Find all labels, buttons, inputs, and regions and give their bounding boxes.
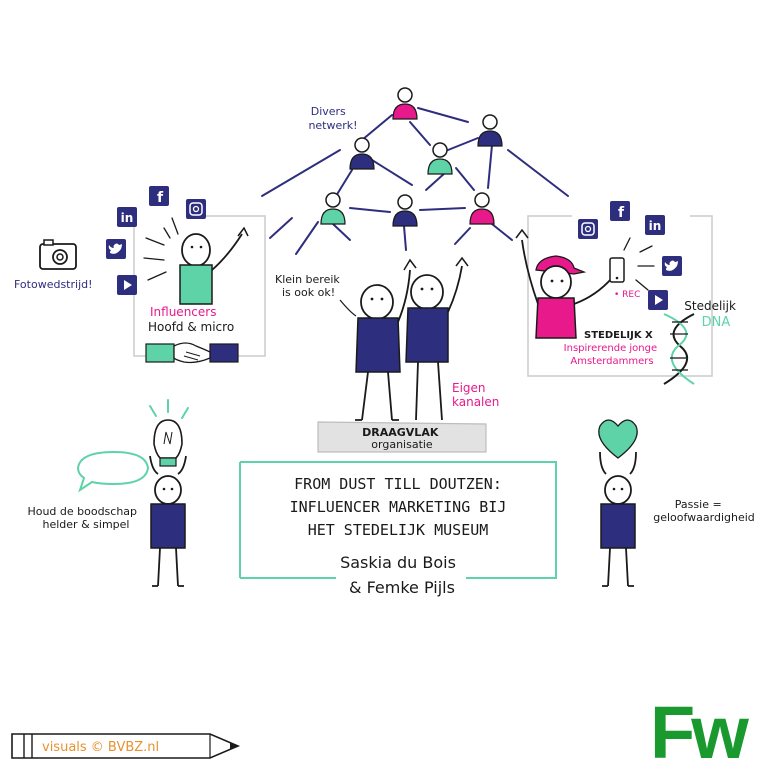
author-1: Saskia du Bois bbox=[340, 553, 456, 572]
network-person-4 bbox=[427, 142, 453, 175]
svg-text:in: in bbox=[121, 211, 134, 225]
photo-contest-label: Fotowedstrijd! bbox=[14, 278, 93, 291]
lightbulb-icon bbox=[153, 419, 183, 467]
network-person-5 bbox=[320, 192, 346, 225]
network-lines bbox=[261, 107, 569, 255]
credit-text: visuals © BVBZ.nl bbox=[42, 740, 159, 755]
svg-text:f: f bbox=[618, 205, 625, 221]
instagram-icon bbox=[186, 199, 206, 219]
linkedin-icon: in bbox=[117, 207, 137, 227]
network-person-1 bbox=[392, 87, 418, 120]
youtube-icon bbox=[117, 275, 137, 295]
heart-person bbox=[598, 419, 638, 587]
stedelijk-panel: f in bbox=[515, 201, 739, 385]
heart-icon bbox=[598, 419, 638, 459]
influencers-subtitle: Hoofd & micro bbox=[148, 320, 234, 334]
speech-bubble-icon bbox=[76, 450, 150, 493]
lightbulb-person bbox=[149, 399, 189, 587]
own-channels-note: Eigen kanalen bbox=[452, 381, 499, 409]
dna-icon bbox=[663, 313, 695, 385]
rec-label: • REC bbox=[614, 290, 640, 300]
svg-text:f: f bbox=[157, 190, 164, 206]
small-reach-note: Klein bereik is ook ok! bbox=[275, 273, 343, 299]
facebook-icon-right: f bbox=[610, 201, 630, 221]
svg-text:in: in bbox=[649, 219, 662, 233]
network-label: Divers netwerk! bbox=[308, 105, 357, 132]
dna-label: Stedelijk DNA bbox=[684, 299, 739, 330]
pencil-credit: visuals © BVBZ.nl bbox=[11, 733, 241, 759]
youtube-icon-right bbox=[648, 290, 668, 310]
stedelijk-person bbox=[515, 228, 613, 339]
collab-label: STEDELIJK X Inspirerende jonge Amsterdam… bbox=[564, 330, 661, 367]
influencer-person bbox=[179, 226, 249, 305]
fw-logo: Fw bbox=[650, 691, 749, 770]
title-line-3: HET STEDELIJK MUSEUM bbox=[308, 521, 489, 539]
title-line-2: INFLUENCER MARKETING BIJ bbox=[290, 498, 507, 516]
right-message: Passie = geloofwaardigheid bbox=[653, 498, 755, 524]
center-person-right bbox=[405, 256, 469, 421]
title-box: FROM DUST TILL DOUTZEN: INFLUENCER MARKE… bbox=[239, 461, 557, 597]
network-person-6 bbox=[392, 194, 418, 227]
podium-label: DRAAGVLAK organisatie bbox=[362, 426, 442, 451]
twitter-icon-right bbox=[662, 256, 682, 276]
linkedin-icon-right: in bbox=[645, 215, 665, 235]
facebook-icon: f bbox=[149, 186, 169, 206]
author-2: & Femke Pijls bbox=[349, 578, 455, 597]
twitter-icon bbox=[106, 239, 126, 259]
phone-icon bbox=[609, 257, 625, 283]
network-person-3 bbox=[349, 137, 375, 170]
title-line-1: FROM DUST TILL DOUTZEN: bbox=[294, 475, 502, 493]
instagram-icon-right bbox=[578, 219, 598, 239]
network-person-2 bbox=[477, 114, 503, 147]
handshake-icon bbox=[145, 342, 239, 364]
camera-icon bbox=[39, 239, 77, 270]
influencers-title: Influencers bbox=[150, 305, 216, 319]
left-message: Houd de boodschap helder & simpel bbox=[27, 505, 140, 531]
podium: DRAAGVLAK organisatie bbox=[317, 421, 487, 453]
center-person-left bbox=[355, 258, 417, 421]
network-person-7 bbox=[469, 192, 495, 225]
influencer-panel: in f Fotowedstrijd! bbox=[14, 186, 266, 364]
